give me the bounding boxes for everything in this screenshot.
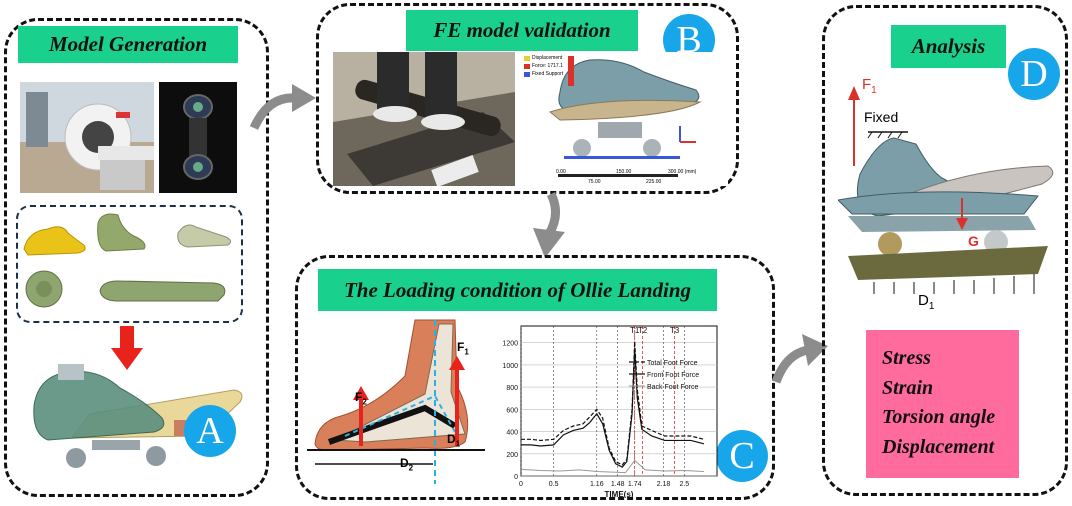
model-parts-box	[16, 205, 243, 323]
x-tick-label-4: 1.74	[628, 481, 642, 488]
force-f2-label: F2	[355, 390, 367, 407]
x-tick-label-1: 0.5	[549, 481, 559, 488]
series-line-1	[521, 348, 705, 468]
x-tick-label-2: 1.16	[590, 481, 604, 488]
validation-legend-1: Displacement	[532, 55, 563, 61]
legend-label-2: Back Foot Force	[647, 384, 698, 391]
panel-d-badge: D	[1008, 48, 1060, 100]
scale-tick-75: 75.00	[588, 179, 601, 185]
distance-d2-label: D2	[400, 456, 414, 473]
marker-label-T3: T3	[670, 326, 680, 335]
foot-load-diagram	[307, 319, 485, 484]
output-strain: Strain	[882, 376, 934, 399]
x-axis-label: TIME(s)	[605, 490, 634, 498]
model-parts-illustration	[23, 213, 232, 308]
marker-label-T1: T1	[630, 326, 640, 335]
panel-b-title: FE model validation	[406, 10, 638, 51]
flow-arrow-a-to-b	[250, 84, 316, 130]
panel-c-title: The Loading condition of Ollie Landing	[318, 269, 717, 311]
validation-legend-3: Fixed Support	[532, 71, 564, 77]
scale-tick-300: 300.00 (mm)	[668, 169, 697, 175]
series-line-2	[520, 459, 704, 474]
scale-tick-225: 225.00	[646, 179, 662, 185]
output-stress: Stress	[882, 347, 931, 369]
flow-arrow-c-to-d	[772, 334, 828, 384]
x-tick-label-3: 1.48	[611, 481, 625, 488]
marker-label-T2: T2	[638, 326, 648, 335]
flow-arrow-b-to-c	[533, 192, 565, 258]
y-tick-label-3: 600	[506, 407, 518, 414]
analysis-d1-label: D1	[918, 292, 935, 312]
output-torsion-angle: Torsion angle	[882, 406, 996, 428]
scale-tick-0: 0.00	[556, 169, 566, 175]
analysis-fixed-label: Fixed	[864, 109, 899, 125]
skateboard-test-photo	[333, 52, 515, 186]
panel-a-title: Model Generation	[18, 26, 238, 63]
distance-d1-label: D1	[447, 432, 461, 449]
panel-fe-validation	[316, 3, 739, 194]
panel-d-title: Analysis	[891, 25, 1006, 68]
x-tick-label-0: 0	[519, 481, 523, 488]
3d-scanner-photo	[159, 82, 237, 193]
legend-label-0: Total Foot Force	[647, 360, 698, 367]
analysis-fe-model	[838, 86, 1054, 294]
ct-scanner-photo	[20, 82, 154, 193]
panel-a-badge: A	[184, 405, 236, 457]
analysis-force-f1-label: F1	[862, 76, 877, 96]
y-tick-label-5: 1000	[502, 363, 518, 370]
scale-tick-150: 150.00	[616, 169, 632, 175]
analysis-g-label: G	[968, 233, 979, 249]
panel-c-badge: C	[716, 430, 768, 482]
legend-label-1: Front Foot Force	[647, 372, 699, 379]
x-tick-label-5: 2.18	[657, 481, 671, 488]
panel-analysis	[822, 5, 1068, 496]
x-tick-label-6: 2.5	[679, 481, 689, 488]
force-f1-label: F1	[457, 340, 469, 357]
y-tick-label-6: 1200	[502, 341, 518, 348]
output-displacement: Displacement	[882, 435, 995, 458]
y-tick-label-2: 400	[506, 430, 518, 437]
y-tick-label-0: 0	[514, 474, 518, 481]
panel-model-generation	[4, 18, 269, 497]
analysis-outputs-box: Stress Strain Torsion angle Displacement	[866, 330, 1019, 478]
y-tick-label-4: 800	[506, 385, 518, 392]
y-tick-label-1: 200	[506, 452, 518, 459]
series-line-0	[521, 341, 705, 466]
fe-validation-render	[520, 52, 728, 186]
validation-legend-2: Force: 1717.1	[532, 63, 563, 69]
down-arrow-icon	[111, 326, 143, 370]
